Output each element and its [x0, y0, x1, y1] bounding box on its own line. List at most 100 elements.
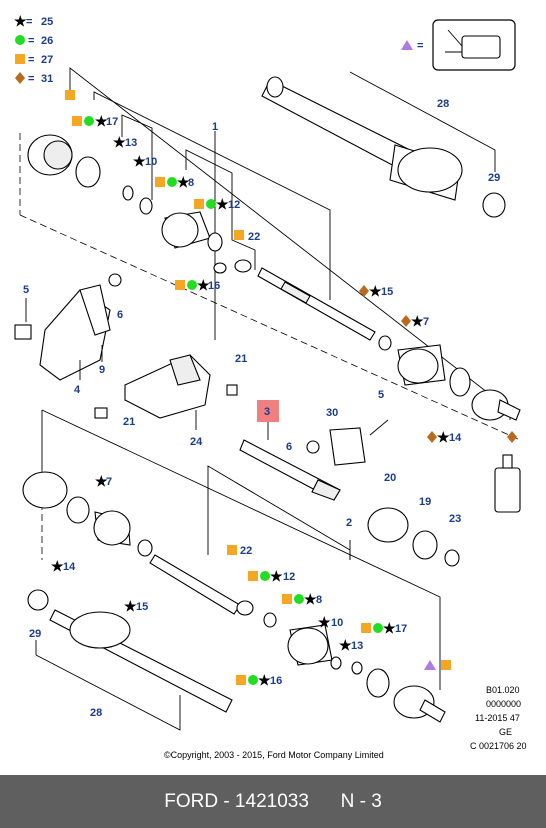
- center-bracket: [94, 354, 238, 430]
- info-line: B01.020: [486, 685, 520, 695]
- label-22b: 22: [240, 545, 252, 557]
- hub-nut: [482, 192, 506, 218]
- circlip: [122, 185, 134, 201]
- label-3: 3: [264, 406, 270, 418]
- label-12: 12: [228, 199, 240, 211]
- star: ★: [113, 134, 126, 150]
- label-29: 29: [488, 172, 500, 184]
- star: ★: [318, 614, 331, 630]
- star: ★: [383, 620, 396, 636]
- label-7: 7: [423, 316, 429, 328]
- label-5: 5: [23, 284, 29, 296]
- label-2: 2: [346, 517, 352, 529]
- grease-tube: [494, 454, 521, 513]
- star: ★: [216, 196, 229, 212]
- label-16b: 16: [270, 675, 282, 687]
- snap-ring: [139, 197, 153, 215]
- footer-part-number: FORD - 1421033: [164, 790, 309, 812]
- highlight-box-3: [257, 400, 279, 422]
- label-20: 20: [384, 472, 396, 484]
- label-15: 15: [381, 286, 393, 298]
- label-30: 30: [326, 407, 338, 419]
- footer-gap: [309, 791, 341, 813]
- legend-diamond-icon: [15, 72, 25, 84]
- info-line: GE: [499, 727, 512, 737]
- inset-eq: =: [417, 40, 423, 52]
- star: ★: [95, 473, 108, 489]
- star: ★: [369, 283, 382, 299]
- inset-lubricant: =: [401, 19, 516, 71]
- star: ★: [437, 429, 450, 445]
- info-line: 0000000: [486, 699, 521, 709]
- info-line: C 0021706 20: [470, 741, 527, 751]
- label-13b: 13: [351, 640, 363, 652]
- label-4: 4: [74, 384, 81, 396]
- label-10b: 10: [331, 617, 343, 629]
- label-15b: 15: [136, 601, 148, 613]
- label-17b: 17: [395, 623, 407, 635]
- label-7b: 7: [106, 476, 112, 488]
- label-16: 16: [208, 280, 220, 292]
- clamp-small: [213, 262, 227, 274]
- star: ★: [304, 591, 317, 607]
- triangle-icon: [401, 40, 413, 50]
- label-13: 13: [125, 137, 137, 149]
- bolt-21b: [226, 384, 238, 396]
- label-23: 23: [449, 513, 461, 525]
- tripod-ring: [234, 259, 252, 273]
- legend-eq: =: [26, 16, 32, 28]
- upper-driveshaft-assembly: [19, 67, 521, 441]
- outer-boot: [378, 335, 471, 397]
- legend-value-27: 27: [41, 54, 53, 66]
- label-19: 19: [419, 496, 431, 508]
- sachet-icon: [461, 35, 501, 59]
- star: ★: [258, 672, 271, 688]
- label-5b: 5: [378, 389, 384, 401]
- bolt-5: [14, 324, 32, 340]
- clamp: [207, 232, 223, 252]
- star: ★: [95, 113, 108, 129]
- label-12b: 12: [283, 571, 295, 583]
- legend-value-31: 31: [41, 73, 53, 85]
- label-9: 9: [99, 364, 105, 376]
- label-24: 24: [190, 436, 203, 448]
- star: ★: [133, 153, 146, 169]
- copyright: ©Copyright, 2003 - 2015, Ford Motor Comp…: [164, 750, 384, 760]
- footer-bar: FORD - 1421033 N - 3: [0, 775, 546, 828]
- part-labels: 1 28 29 ★ 17 ★ 13 ★ 10 ★ 8 ★ 12 22 ★ 16 …: [23, 98, 500, 719]
- middle-shaft: [239, 400, 389, 501]
- legend-value-25: 25: [41, 16, 53, 28]
- label-29b: 29: [29, 628, 41, 640]
- upper-right-shaft: [261, 71, 506, 218]
- lower-outer-boot: [287, 627, 329, 665]
- label-14: 14: [449, 432, 462, 444]
- exploded-parts-diagram: ★ = 25 = 26 = 27 = 31 =: [14, 13, 527, 760]
- label-17: 17: [106, 116, 118, 128]
- label-21a: 21: [235, 353, 247, 365]
- star: ★: [339, 637, 352, 653]
- label-6b: 6: [286, 441, 292, 453]
- label-1: 1: [212, 121, 218, 133]
- legend-eq: =: [28, 35, 34, 47]
- inner-boot: [161, 211, 211, 249]
- lower-driveshaft-assembly: [22, 409, 460, 731]
- star: ★: [197, 277, 210, 293]
- label-28: 28: [437, 98, 449, 110]
- legend-circle-icon: [15, 35, 25, 45]
- legend-eq: =: [28, 73, 34, 85]
- label-10: 10: [145, 156, 157, 168]
- clip-inner: [75, 156, 101, 188]
- bolt-21: [94, 407, 108, 419]
- star: ★: [411, 313, 424, 329]
- label-8b: 8: [316, 594, 322, 606]
- drawing-info-block: B01.020 0000000 11-2015 47 GE C 0021706 …: [470, 685, 527, 751]
- lower-inner-joint: [22, 471, 68, 509]
- label-14b: 14: [63, 561, 76, 573]
- label-6: 6: [117, 309, 123, 321]
- legend-star-symbol: ★: [14, 13, 27, 29]
- star: ★: [270, 568, 283, 584]
- outer-cv-joint: [471, 389, 521, 421]
- footer-position: N - 3: [340, 790, 382, 812]
- nut-6: [108, 273, 122, 287]
- legend-value-26: 26: [41, 35, 53, 47]
